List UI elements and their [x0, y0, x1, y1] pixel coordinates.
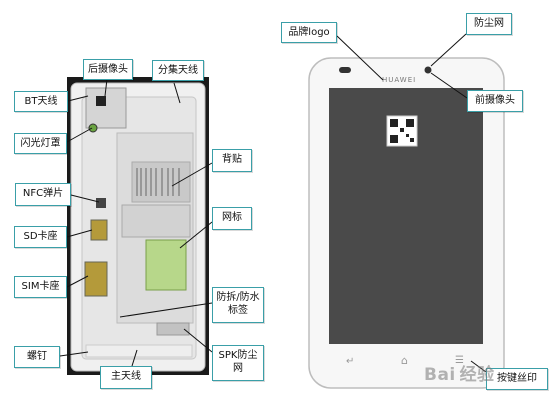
nav-menu-glyph: ☰: [455, 355, 464, 366]
label-back-sticker: 背贴: [212, 149, 252, 172]
leader-bt-antenna: [67, 95, 89, 102]
leader-back-sticker: [171, 162, 213, 187]
label-screw: 螺钉: [14, 346, 60, 368]
speaker-grille: [156, 322, 190, 336]
nav-home-glyph: ⌂: [401, 354, 408, 367]
main-antenna-area: [85, 344, 193, 358]
nfc-clip-part: [96, 198, 106, 208]
leader-brand-logo: [336, 35, 384, 81]
watermark-text: Bai 经验: [424, 365, 495, 385]
mesh-label-sticker: [145, 239, 187, 291]
leader-front-camera: [430, 72, 468, 99]
label-bt-antenna: BT天线: [14, 91, 68, 112]
leader-spk-mesh: [183, 328, 213, 353]
flash-cover-dot: [88, 123, 98, 133]
label-diversity-antenna: 分集天线: [152, 60, 204, 81]
label-tamper-label: 防拆/防水标签: [212, 287, 264, 323]
label-sd-slot: SD卡座: [14, 226, 67, 248]
label-nfc-clip: NFC弹片: [15, 183, 71, 206]
leader-sim-slot: [66, 275, 89, 288]
leader-flash-cover: [66, 127, 93, 143]
label-sim-slot: SIM卡座: [14, 276, 67, 298]
leader-dust-mesh: [430, 33, 467, 67]
label-brand-logo: 品牌logo: [281, 22, 337, 43]
leader-main-antenna: [131, 349, 138, 367]
label-flash-cover: 闪光灯罩: [14, 133, 67, 154]
front-camera-lens: [424, 66, 432, 74]
qr-code-pattern: [390, 119, 414, 143]
leader-screw: [59, 351, 89, 357]
label-front-camera: 前摄像头: [467, 90, 523, 112]
earpiece-dust-mesh: [339, 67, 351, 73]
leader-diversity-antenna: [173, 82, 181, 104]
sim-slot-part: [84, 261, 108, 297]
back-sticker-block: [131, 161, 191, 203]
label-spk-mesh: SPK防尘网: [212, 345, 264, 381]
leader-mesh-label: [179, 221, 213, 249]
label-main-antenna: 主天线: [100, 366, 152, 389]
rear-camera-lens: [96, 96, 106, 106]
nav-back-glyph: ↵: [346, 356, 355, 367]
leader-rear-camera: [104, 78, 108, 97]
leader-nfc-clip: [70, 194, 100, 203]
label-rear-camera: 后摄像头: [83, 59, 133, 80]
label-button-silkscreen: 按键丝印: [486, 368, 548, 390]
label-dust-mesh: 防尘网: [466, 13, 512, 35]
leader-tamper-label: [119, 302, 213, 318]
label-mesh-label: 网标: [212, 207, 252, 230]
barcode-lines: [136, 168, 180, 196]
leader-button-silkscreen: [470, 360, 487, 373]
phone-logo-text: HUAWEI: [382, 76, 417, 84]
leader-sd-slot: [66, 229, 93, 238]
info-text-block: [121, 204, 191, 238]
